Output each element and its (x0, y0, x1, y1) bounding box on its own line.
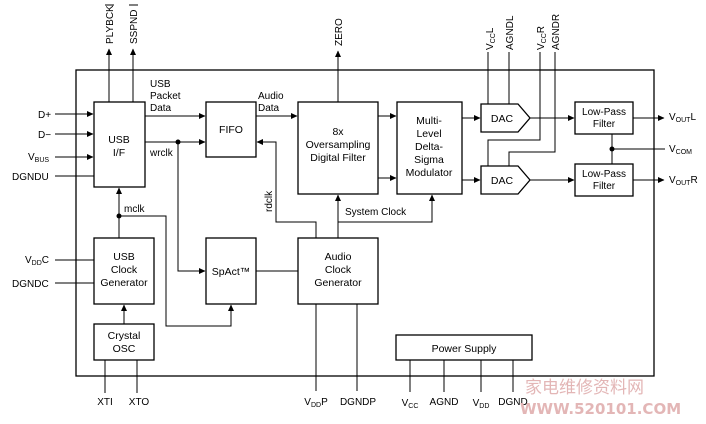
crystal-osc-block: Crystal OSC (93, 323, 155, 361)
usb-clk-label-1: USB (113, 251, 135, 263)
filter-label-1: 8x (332, 126, 344, 138)
signal-wrclk: wrclk (149, 148, 174, 159)
pin-vddc: VDDC (25, 255, 49, 267)
modulator-label-5: Modulator (406, 167, 453, 179)
fifo-label: FIFO (219, 124, 243, 136)
pin-vcom: VCOM (669, 144, 692, 156)
lpf-right-block: Low-Pass Filter (574, 163, 634, 197)
pin-agndl: AGNDL (505, 15, 516, 50)
connections (55, 48, 665, 393)
pin-xto: XTO (129, 397, 150, 408)
pin-vddp: VDDP (304, 397, 328, 409)
modulator-label-3: Delta- (415, 141, 444, 153)
signal-mclk: mclk (124, 204, 146, 215)
pin-vccl: VCCL (485, 27, 497, 50)
dac-left-label: DAC (491, 113, 514, 125)
usb-clock-generator-block: USB Clock Generator (93, 237, 155, 305)
filter-label-3: Digital Filter (310, 152, 366, 164)
audio-clk-label-1: Audio (325, 251, 352, 263)
audio-clk-label-2: Clock (325, 264, 352, 276)
lpf-left-label-2: Filter (593, 119, 616, 130)
modulator-block: Multi- Level Delta- Sigma Modulator (396, 101, 463, 195)
pin-agndr: AGNDR (551, 14, 562, 50)
usb-if-block: USB I/F (93, 101, 146, 188)
signal-audio-data-2: Data (258, 103, 280, 114)
audio-clock-generator-block: Audio Clock Generator (297, 237, 379, 305)
pin-agnd: AGND (430, 397, 459, 408)
watermark-line-1: 家电维修资料网 (525, 378, 644, 398)
chip-outline (75, 69, 655, 377)
lpf-left-block: Low-Pass Filter (574, 101, 634, 135)
modulator-label-4: Sigma (414, 154, 444, 166)
crystal-label-1: Crystal (108, 330, 141, 342)
pin-dminus: D− (38, 130, 51, 141)
pin-dgnd: DGND (498, 397, 527, 408)
pin-plybck: PLYBCK (105, 5, 116, 44)
signal-usb-packet-data-2: Packet (150, 91, 181, 102)
lpf-left-label-1: Low-Pass (582, 107, 626, 118)
pin-dgndu: DGNDU (12, 172, 49, 183)
signal-audio-data-1: Audio (258, 91, 284, 102)
usb-clk-label-3: Generator (100, 277, 148, 289)
pin-vcc: VCC (402, 398, 419, 410)
filter-label-2: Oversampling (306, 139, 371, 151)
signal-rdclk: rdclk (264, 190, 275, 212)
dac-left-block: DAC (480, 103, 531, 133)
dac-right-block: DAC (480, 165, 531, 195)
audio-clk-label-3: Generator (314, 277, 362, 289)
signal-system-clock: System Clock (345, 207, 407, 218)
pin-dgndp: DGNDP (340, 397, 376, 408)
pin-dplus: D+ (38, 110, 51, 121)
fifo-block: FIFO (205, 101, 257, 158)
power-supply-label: Power Supply (432, 343, 498, 355)
lpf-right-label-2: Filter (593, 181, 616, 192)
signal-usb-packet-data-3: Data (150, 103, 172, 114)
dac-right-label: DAC (491, 175, 514, 187)
pin-vbus: VBUS (28, 152, 49, 164)
crystal-label-2: OSC (113, 343, 136, 355)
pin-vccr: VCCR (536, 26, 548, 50)
pin-vdd: VDD (473, 398, 490, 410)
signal-usb-packet-data-1: USB (150, 79, 171, 90)
spact-label: SpAct™ (212, 266, 251, 278)
digital-filter-block: 8x Oversampling Digital Filter (297, 101, 379, 195)
pin-voutr: VOUTR (669, 175, 698, 187)
pin-voutl: VOUTL (669, 112, 696, 124)
modulator-label-1: Multi- (416, 115, 442, 127)
modulator-label-2: Level (416, 128, 441, 140)
pin-sspnd: SSPND (129, 10, 140, 44)
usb-if-label-2: I/F (113, 147, 125, 159)
lpf-right-label-1: Low-Pass (582, 169, 626, 180)
usb-clk-label-2: Clock (111, 264, 138, 276)
pin-zero: ZERO (334, 18, 345, 46)
usb-if-label-1: USB (108, 134, 130, 146)
power-supply-block: Power Supply (395, 334, 533, 361)
spact-block: SpAct™ (205, 237, 257, 305)
pin-xti: XTI (97, 397, 113, 408)
watermark-line-2: WWW.520101.COM (520, 400, 681, 418)
pin-dgndc: DGNDC (12, 279, 49, 290)
